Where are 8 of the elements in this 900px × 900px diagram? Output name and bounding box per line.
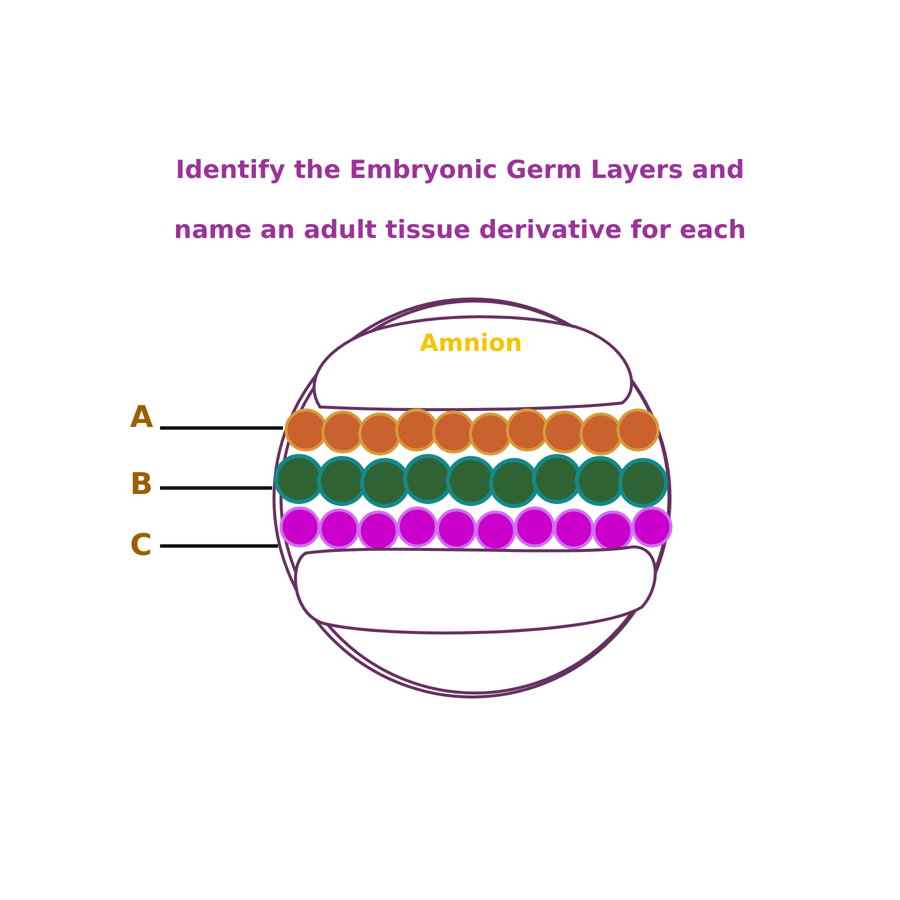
- leader-line: [160, 544, 278, 548]
- amnion-label: Amnion: [420, 329, 522, 357]
- leader-line: [160, 486, 272, 490]
- layer-letter-label: C: [130, 528, 152, 564]
- title: Identify the Embryonic Germ Layers and name an adult tissue derivative for each: [172, 154, 748, 246]
- leader-line: [160, 426, 283, 430]
- layer-letter-label: B: [130, 467, 153, 503]
- layer-letter-label: A: [130, 400, 154, 436]
